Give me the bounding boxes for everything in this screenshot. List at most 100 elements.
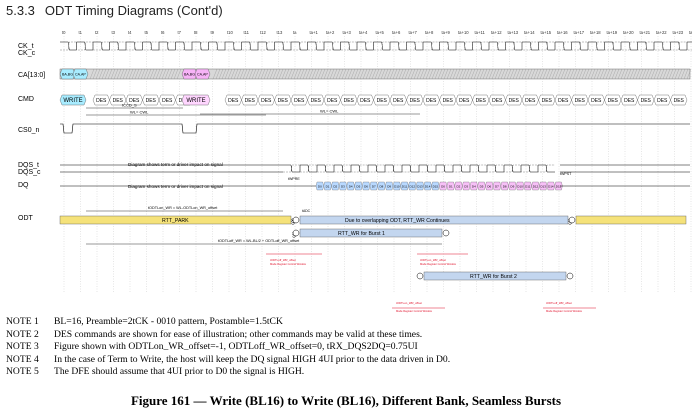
ca-hatch-line bbox=[662, 68, 668, 80]
section-number: 5.3.3 bbox=[6, 3, 35, 18]
odt-offset-annotation-4: tODTLoff_WR_offset Mode Register Control… bbox=[543, 301, 596, 313]
dq-beat-label: D13 bbox=[417, 185, 423, 189]
ca-hatch-line bbox=[341, 68, 347, 80]
ca-hatch-line bbox=[479, 68, 485, 80]
ca-hatch-line bbox=[500, 68, 506, 80]
ca-hatch-line bbox=[353, 68, 359, 80]
ca-hatch-line bbox=[284, 68, 290, 80]
ca-hatch-line bbox=[611, 68, 617, 80]
ca-hatch-line bbox=[572, 68, 578, 80]
cmd-write-cell bbox=[59, 94, 87, 106]
tick-label: t7 bbox=[178, 30, 182, 35]
ca-hatch-line bbox=[518, 68, 524, 80]
ca-hatch-line bbox=[545, 68, 551, 80]
section-title: ODT Timing Diagrams (Cont'd) bbox=[44, 3, 223, 18]
ca-hatch-line bbox=[605, 68, 611, 80]
ca-hatch-line bbox=[308, 68, 314, 80]
wpst-label: tWPST bbox=[560, 172, 572, 176]
dq-beat-label: D14 bbox=[548, 185, 554, 189]
ca-label-4: CA,AP bbox=[197, 73, 208, 77]
ca-hatch-line bbox=[629, 68, 635, 80]
ca-hatch-line bbox=[539, 68, 545, 80]
dq-beat-label: D4 bbox=[472, 185, 476, 189]
tick-label: ta+23 bbox=[673, 30, 684, 35]
dq-beat-label: D8 bbox=[380, 185, 384, 189]
ca-hatch-line bbox=[575, 68, 581, 80]
ca-hatch-line bbox=[470, 68, 476, 80]
svg-text:Mode Register Control Window: Mode Register Control Window bbox=[546, 309, 582, 313]
ca-hatch-line bbox=[290, 68, 296, 80]
odt-offset-annotation-2: tODTLon_WR_offset Mode Register Control … bbox=[417, 253, 468, 266]
cmd-cell-label: DES bbox=[492, 98, 503, 104]
ca-hatch-line bbox=[212, 68, 218, 80]
cmd-write-cell bbox=[181, 94, 211, 106]
ca-hatch-line bbox=[299, 68, 305, 80]
ca-hatch-line bbox=[467, 68, 473, 80]
ca-hatch-line bbox=[125, 68, 131, 80]
dq-beat-label: D2 bbox=[457, 185, 461, 189]
ca-hatch-line bbox=[596, 68, 602, 80]
adc-circles bbox=[292, 216, 576, 280]
ca-hatch-line bbox=[620, 68, 626, 80]
ca-hatch-line bbox=[365, 68, 371, 80]
ca-hatch-line bbox=[632, 68, 638, 80]
ca-hatch-line bbox=[287, 68, 293, 80]
ca-hatch-line bbox=[650, 68, 656, 80]
ca-hatch-line bbox=[428, 68, 434, 80]
label-ck-t: CK_t bbox=[18, 43, 34, 50]
wpre-label: tWPRE bbox=[288, 177, 300, 181]
rtt-park-bar bbox=[59, 215, 292, 225]
ca-hatch-line bbox=[122, 68, 128, 80]
ca-hatch-line bbox=[263, 68, 269, 80]
ca-hatch-line bbox=[563, 68, 569, 80]
cmd-cell-label: DES bbox=[575, 98, 586, 104]
dq-beat-label: D3 bbox=[464, 185, 468, 189]
ca-hatch-line bbox=[314, 68, 320, 80]
cmd-cell-label: DES bbox=[393, 98, 404, 104]
clock-waveform bbox=[60, 41, 692, 51]
ca-hatch-line bbox=[239, 68, 245, 80]
ca-hatch-line bbox=[116, 68, 122, 80]
ca-hatch-line bbox=[155, 68, 161, 80]
ca-hatch-line bbox=[269, 68, 275, 80]
ca-cell-2 bbox=[72, 68, 89, 80]
tick-label: ta+12 bbox=[491, 30, 502, 35]
ca-hatch-line bbox=[236, 68, 242, 80]
ca-hatch-line bbox=[161, 68, 167, 80]
ca-hatch-line bbox=[506, 68, 512, 80]
ca-hatch-line bbox=[272, 68, 278, 80]
rtt-wr2-bar bbox=[423, 271, 567, 281]
ca-hatch-line bbox=[446, 68, 452, 80]
ca-hatch-line bbox=[509, 68, 515, 80]
ca-hatch-line bbox=[587, 68, 593, 80]
odt-offset-annotation-1: tODTLoff_WR_offset Mode Register Control… bbox=[266, 253, 322, 266]
ca-hatch-line bbox=[152, 68, 158, 80]
cmd-cell-label: DES bbox=[542, 98, 553, 104]
ca-hatch-line bbox=[569, 68, 575, 80]
ca-hatch-line bbox=[416, 68, 422, 80]
ca-hatch-line bbox=[293, 68, 299, 80]
cmd-cell-label: DES bbox=[146, 98, 157, 104]
tick-label: t2 bbox=[95, 30, 99, 35]
ca-hatch-line bbox=[386, 68, 392, 80]
ca-hatch-line bbox=[392, 68, 398, 80]
ca-hatch-line bbox=[317, 68, 323, 80]
ca-hatch-line bbox=[173, 68, 179, 80]
tick-label: ta bbox=[293, 30, 297, 35]
ca-hatch-line bbox=[413, 68, 419, 80]
tick-label: ta+18 bbox=[590, 30, 601, 35]
ca-hatch-line bbox=[464, 68, 470, 80]
ca-hatch-line bbox=[338, 68, 344, 80]
ca-hatch-line bbox=[143, 68, 149, 80]
cmd-cell-label: DES bbox=[410, 98, 421, 104]
dq-beat-label: D9 bbox=[387, 185, 391, 189]
dq-beat-label: D11 bbox=[525, 185, 531, 189]
ca-hatch-line bbox=[404, 68, 410, 80]
tick-label: ta+15 bbox=[541, 30, 552, 35]
ca-hatch-line bbox=[521, 68, 527, 80]
cmd-cell-label: DES bbox=[624, 98, 635, 104]
ca-hatch-line bbox=[491, 68, 497, 80]
ca-hatch-line bbox=[488, 68, 494, 80]
cmd-cell-label: DES bbox=[377, 98, 388, 104]
